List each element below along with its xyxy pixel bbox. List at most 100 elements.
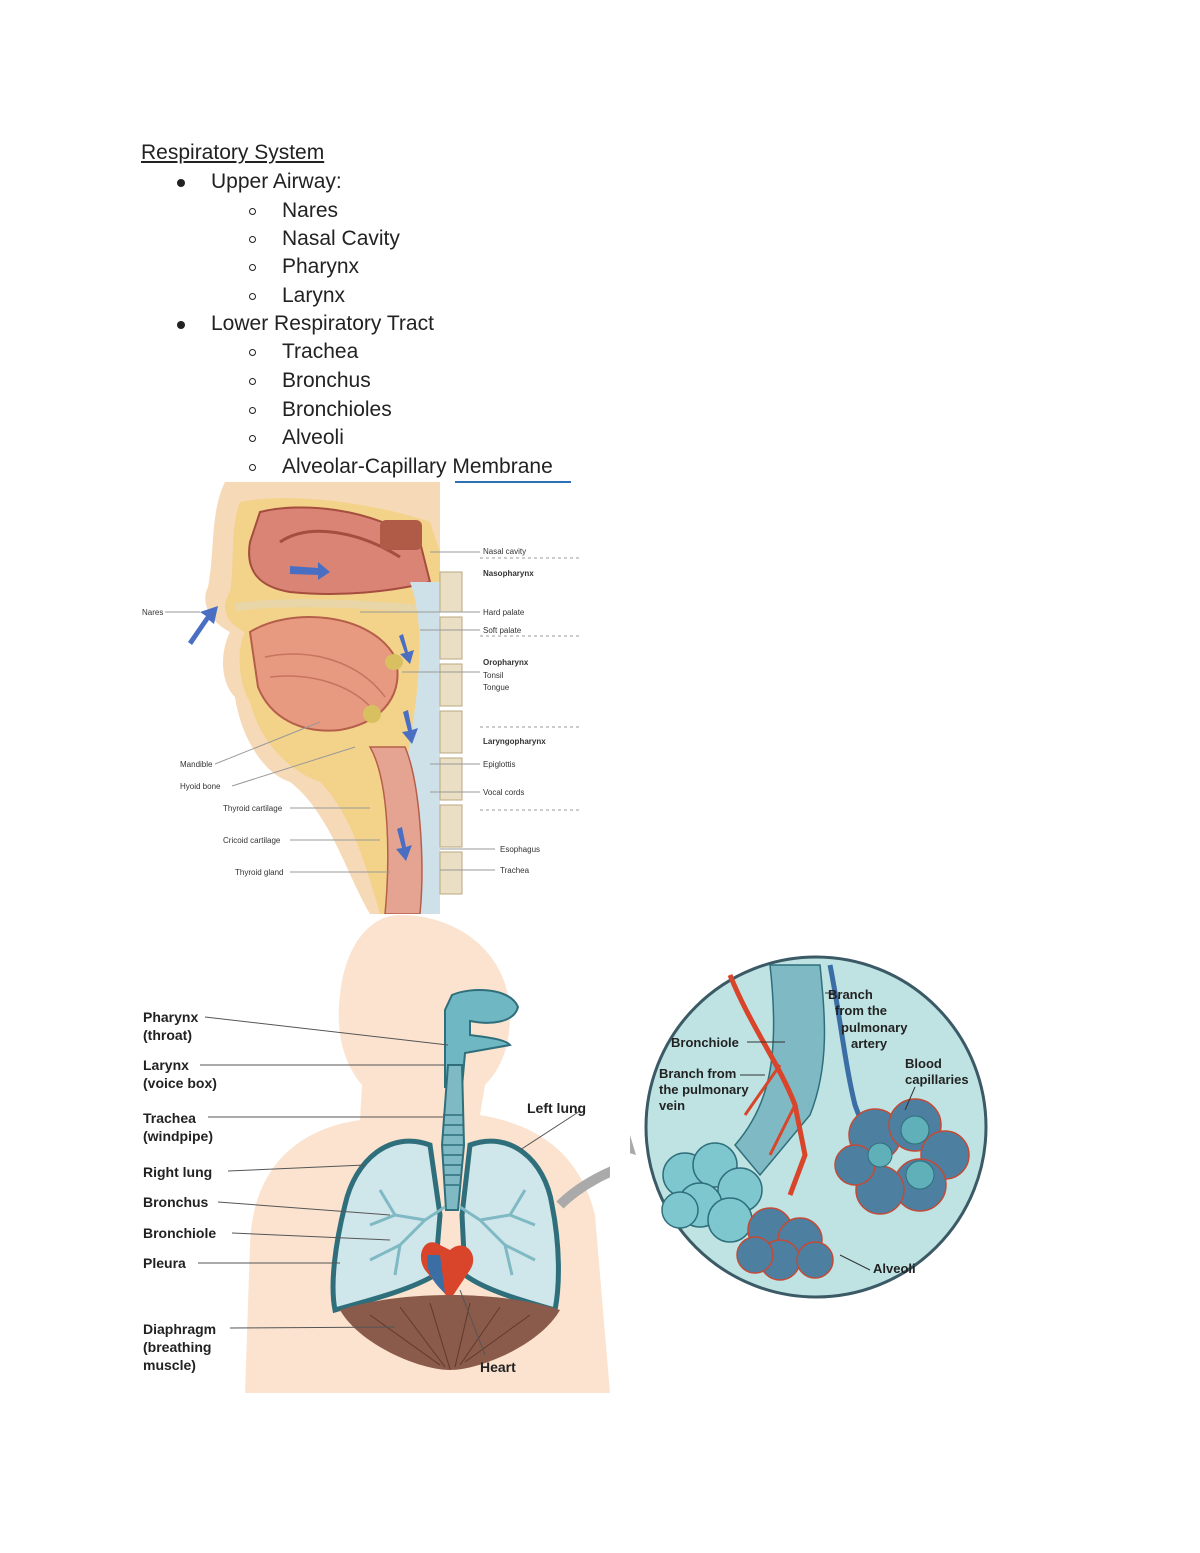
- label-laryngopharynx: Laryngopharynx: [483, 737, 546, 746]
- label-tongue: Tongue: [483, 683, 510, 692]
- label-pharynx-sub: (throat): [143, 1027, 192, 1043]
- list-item-text: Nares: [282, 199, 339, 222]
- list-item-text: Pharynx: [282, 255, 360, 278]
- label-bronchiole: Bronchiole: [671, 1035, 739, 1050]
- hollow-bullet-icon: [249, 293, 256, 300]
- tongue-fibers: [264, 653, 386, 713]
- tongue-shape: [248, 616, 399, 732]
- label-branch-artery-1: Branch: [828, 987, 873, 1002]
- label-larynx: Larynx: [143, 1057, 189, 1073]
- trachea-shape: [440, 1064, 466, 1211]
- label-thyroid-gland: Thyroid gland: [235, 868, 283, 877]
- label-mandible: Mandible: [180, 760, 213, 769]
- label-diaphragm: Diaphragm: [143, 1321, 216, 1337]
- list-item-text: Alveolar-Capillary Membrane: [282, 455, 553, 478]
- label-diaphragm-sub2: muscle): [143, 1357, 196, 1373]
- section-label: Lower Respiratory Tract: [211, 312, 434, 335]
- label-alveoli: Alveoli: [873, 1261, 916, 1276]
- diaphragm-fibers: [369, 1302, 531, 1370]
- artery-shape: [727, 974, 808, 1196]
- label-bronchiole: Bronchiole: [143, 1225, 216, 1241]
- alveoli-labels: Bronchiole Branch from the pulmonary art…: [659, 987, 969, 1276]
- trachea-shape: [368, 746, 423, 914]
- label-pleura: Pleura: [143, 1255, 186, 1271]
- sinus-shape: [380, 520, 422, 550]
- list-item-text: Trachea: [282, 340, 359, 363]
- right-lung-shape: [330, 1138, 443, 1314]
- label-branch-artery-4: artery: [851, 1036, 888, 1051]
- bullet-icon: [177, 321, 185, 329]
- label-soft-palate: Soft palate: [483, 626, 522, 635]
- label-oropharynx: Oropharynx: [483, 658, 529, 667]
- alveoli-figure: Bronchiole Branch from the pulmonary art…: [630, 955, 988, 1299]
- list-item-text: Larynx: [282, 284, 346, 307]
- upper-airway-labels: Nasal cavity Nasopharynx Nares Hard pala…: [142, 547, 546, 877]
- label-diaphragm-sub1: (breathing: [143, 1339, 211, 1355]
- list-item-text: Alveoli: [282, 426, 344, 449]
- diaphragm-shape: [340, 1295, 560, 1370]
- label-branch-vein-2: the pulmonary: [659, 1082, 749, 1097]
- upper-airway-figure: Nasal cavity Nasopharynx Nares Hard pala…: [142, 482, 580, 914]
- label-bronchus: Bronchus: [143, 1194, 209, 1210]
- suggestion-underline: [455, 481, 571, 483]
- label-branch-vein-3: vein: [659, 1098, 685, 1113]
- leader-lines: [198, 1016, 581, 1356]
- leader-lines: [165, 551, 580, 873]
- label-epiglottis: Epiglottis: [483, 760, 515, 769]
- label-branch-artery-3: pulmonary: [841, 1020, 908, 1035]
- spine: [439, 571, 463, 895]
- label-esophagus: Esophagus: [500, 845, 540, 854]
- hollow-bullet-icon: [249, 464, 256, 471]
- label-left-lung: Left lung: [527, 1100, 586, 1116]
- label-nasal-cavity: Nasal cavity: [483, 547, 526, 556]
- hollow-bullet-icon: [249, 264, 256, 271]
- label-vocal-cords: Vocal cords: [483, 788, 524, 797]
- callout-arrow: [556, 1166, 610, 1209]
- hollow-bullet-icon: [249, 378, 256, 385]
- label-larynx-sub: (voice box): [143, 1075, 217, 1091]
- list-item-text: Bronchus: [282, 369, 371, 392]
- nasal-airway-shape: [444, 989, 520, 1088]
- left-lung-shape: [459, 1138, 561, 1314]
- label-blood-capillaries-2: capillaries: [905, 1072, 969, 1087]
- label-blood-capillaries-1: Blood: [905, 1056, 942, 1071]
- label-trachea: Trachea: [500, 866, 530, 875]
- hyoid-shape: [363, 705, 381, 723]
- label-heart: Heart: [480, 1359, 516, 1375]
- page-title: Respiratory System: [141, 141, 325, 164]
- heart-vein-shape: [427, 1255, 445, 1293]
- label-nares: Nares: [142, 608, 163, 617]
- label-trachea-sub: (windpipe): [143, 1128, 213, 1144]
- hollow-bullet-icon: [249, 407, 256, 414]
- label-hard-palate: Hard palate: [483, 608, 525, 617]
- trachea-rings: [443, 1114, 463, 1186]
- list-item-text: Nasal Cavity: [282, 227, 400, 250]
- hard-palate-shape: [234, 599, 431, 614]
- bullet-icon: [177, 179, 185, 187]
- leader-lines: [740, 992, 916, 1271]
- artery-branches: [743, 1064, 797, 1156]
- lung-labels: Pharynx (throat) Larynx (voice box) Trac…: [143, 1009, 586, 1375]
- hollow-bullet-icon: [249, 349, 256, 356]
- hollow-bullet-icon: [249, 435, 256, 442]
- label-hyoid-bone: Hyoid bone: [180, 782, 221, 791]
- label-nasopharynx: Nasopharynx: [483, 569, 534, 578]
- label-branch-vein-1: Branch from: [659, 1066, 736, 1081]
- callout-arrowhead: [630, 1135, 636, 1155]
- alveolar-sacs: [661, 1098, 970, 1281]
- hollow-bullet-icon: [249, 208, 256, 215]
- label-branch-artery-2: from the: [835, 1003, 887, 1018]
- label-pharynx: Pharynx: [143, 1009, 198, 1025]
- label-thyroid-cartilage: Thyroid cartilage: [223, 804, 283, 813]
- list-item-text: Bronchioles: [282, 398, 392, 421]
- hollow-bullet-icon: [249, 236, 256, 243]
- vein-shape: [827, 964, 873, 1146]
- label-trachea: Trachea: [143, 1110, 196, 1126]
- label-cricoid-cartilage: Cricoid cartilage: [223, 836, 281, 845]
- label-tonsil: Tonsil: [483, 671, 504, 680]
- lung-figure: Pharynx (throat) Larynx (voice box) Trac…: [143, 915, 610, 1393]
- airflow-arrows: [188, 562, 418, 861]
- section-label: Upper Airway:: [211, 170, 342, 193]
- tonsil-shape: [385, 654, 403, 670]
